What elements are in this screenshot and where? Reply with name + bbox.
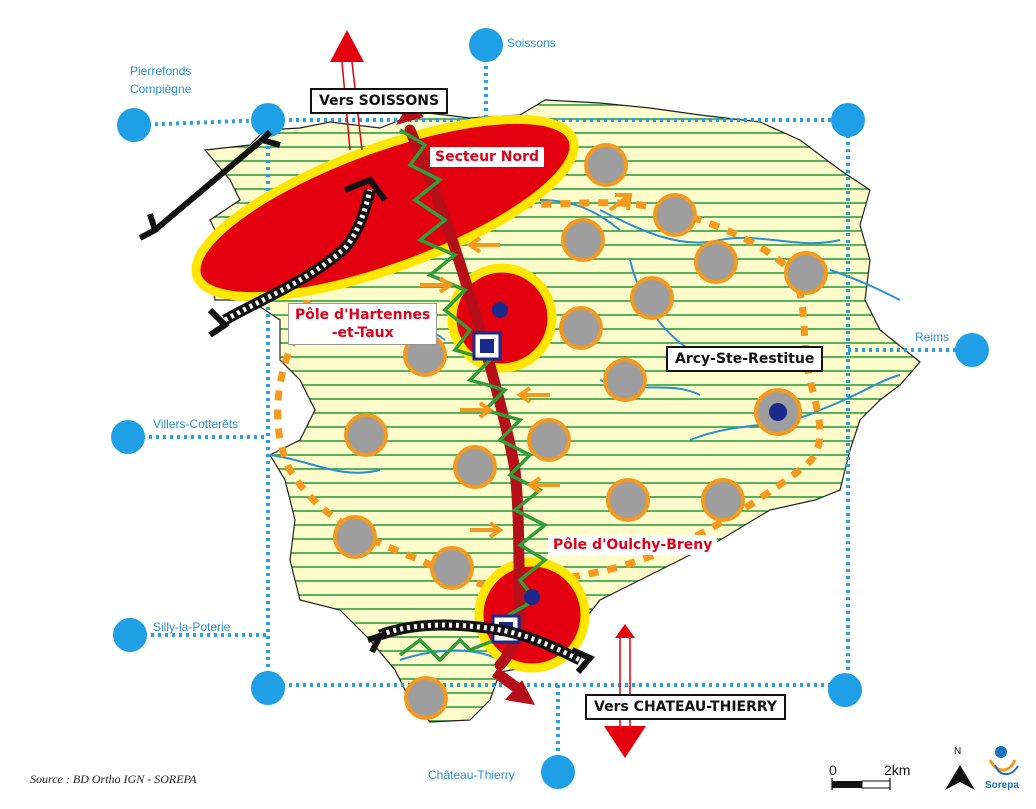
city-label-silly-la-poterie: Silly-la-Poterie	[153, 620, 231, 634]
node-reims	[955, 333, 989, 367]
hatched-boundaries	[207, 176, 595, 674]
scale-bar	[831, 778, 891, 790]
orange-loop	[274, 199, 824, 592]
scale-distance: 2km	[884, 762, 911, 778]
direction-south-label: Vers CHATEAU-THIERRY	[585, 694, 787, 720]
secteur-nord-label: Secteur Nord	[430, 147, 545, 167]
pole-hartennes-line2: -et-Taux	[331, 325, 394, 341]
node-chateau	[541, 755, 575, 789]
main-axis	[404, 124, 526, 671]
node-frame-nw	[251, 103, 285, 137]
north-arrow-icon	[945, 765, 975, 790]
city-label-reims: Reims	[915, 330, 950, 344]
scale-zero: 0	[829, 762, 837, 778]
axis-arrow-south-head	[505, 680, 535, 705]
source-credit: Source : BD Ortho IGN - SOREPA	[30, 772, 197, 786]
city-label-chateau-thierry: Château-Thierry	[428, 768, 515, 782]
node-silly	[113, 618, 147, 652]
north-arrow-label: N	[954, 746, 962, 757]
pole-hartennes-line1: Pôle d'Hartennes	[295, 307, 431, 323]
city-label-villers-cotterets: Villers-Cotterêts	[153, 417, 239, 431]
direction-north-label: Vers SOISSONS	[310, 88, 449, 114]
city-label-soissons: Soissons	[507, 36, 556, 50]
node-villers	[111, 420, 145, 454]
villages	[333, 143, 828, 720]
city-label-pierrefonds: Pierrefonds	[130, 64, 192, 78]
sorepa-logo-label: Sorepa	[985, 780, 1019, 791]
orange-arrows	[420, 193, 633, 539]
oulchy-dot	[524, 589, 540, 605]
pole-hartennes-label: Pôle d'Hartennes -et-Taux	[288, 303, 438, 345]
sorepa-logo-icon	[988, 746, 1019, 776]
hartennes-dot	[492, 302, 508, 318]
hartennes-square-inner	[480, 339, 494, 353]
network-nodes	[111, 28, 989, 789]
axis-arrow-south	[491, 667, 524, 695]
node-soissons	[469, 28, 503, 62]
pole-oulchy-label: Pôle d'Oulchy-Breny	[548, 535, 718, 555]
double-arrow-nw	[138, 129, 281, 241]
arcy-label: Arcy-Ste-Restitue	[666, 346, 824, 372]
city-label-compiegne: Compiègne	[130, 82, 192, 96]
node-frame-sw	[251, 671, 285, 705]
node-frame-se	[828, 673, 862, 707]
arcy-center	[769, 403, 787, 421]
red-arrow-south	[604, 624, 646, 758]
node-pierrefonds	[117, 108, 151, 142]
node-frame-ne	[831, 103, 865, 137]
